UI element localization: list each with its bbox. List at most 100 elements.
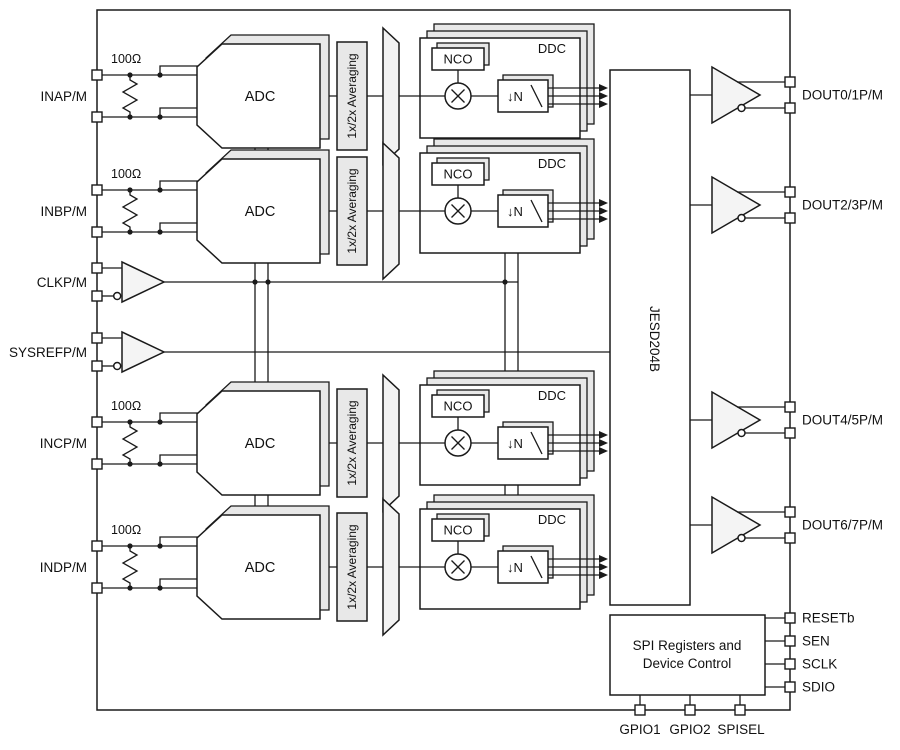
spisel-pin xyxy=(734,704,746,716)
junction-dot xyxy=(252,279,258,285)
dout-pin-p xyxy=(784,401,796,413)
junction-dot xyxy=(265,279,271,285)
inverter-bubble-icon xyxy=(737,533,746,543)
junction-dot xyxy=(157,72,163,78)
sysref-buffer xyxy=(91,330,166,374)
pin-label-inbp: INBP/M xyxy=(40,204,87,219)
jesd-label: JESD204B xyxy=(647,306,662,372)
adc-label: ADC xyxy=(245,204,276,220)
crossbar-icon xyxy=(382,497,400,637)
arrowhead-icon xyxy=(599,207,608,215)
pin-label-dout45: DOUT4/5P/M xyxy=(802,413,883,428)
buffer-triangle-icon xyxy=(121,330,166,374)
pin-label-gpio2: GPIO2 xyxy=(669,722,710,737)
adc-channel: 100Ω ADC 1x/2x Averaging NCO ↓N xyxy=(91,23,608,166)
pin-label-dout67: DOUT6/7P/M xyxy=(802,518,883,533)
decimation-label: ↓N xyxy=(507,89,523,104)
clkp-pin xyxy=(91,262,103,274)
sdio-pin xyxy=(784,681,796,693)
averaging-label: 1x/2x Averaging xyxy=(345,168,359,253)
input-pin-m xyxy=(91,226,103,238)
nco-label: NCO xyxy=(444,52,473,67)
decimation-box xyxy=(497,194,549,228)
wire xyxy=(159,536,206,546)
pin-label-spisel: SPISEL xyxy=(717,722,765,737)
inverter-bubble-icon xyxy=(112,291,122,301)
filter-slash-icon xyxy=(530,555,543,579)
junction-dot xyxy=(127,114,133,120)
sysrefp-pin xyxy=(91,332,103,344)
dout-pin-m xyxy=(784,212,796,224)
dout-pin-m xyxy=(784,427,796,439)
filter-slash-icon xyxy=(530,199,543,223)
junction-dot xyxy=(157,229,163,235)
decimation-label: ↓N xyxy=(507,204,523,219)
arrowhead-icon xyxy=(599,431,608,439)
resistor-icon xyxy=(121,422,139,464)
nco-label: NCO xyxy=(444,523,473,538)
input-pin-p xyxy=(91,416,103,428)
junction-dot xyxy=(157,543,163,549)
spi-label-line2: Device Control xyxy=(643,656,732,671)
filter-slash-icon xyxy=(530,84,543,108)
wire xyxy=(159,454,206,464)
dout-buffer xyxy=(690,65,796,125)
resistor-value-label: 100Ω xyxy=(111,523,141,537)
adc-label: ADC xyxy=(245,436,276,452)
adc-channel: 100Ω ADC 1x/2x Averaging NCO ↓N xyxy=(91,138,608,281)
pin-label-sysrefp: SYSREFP/M xyxy=(9,345,87,360)
resistor-value-label: 100Ω xyxy=(111,399,141,413)
jesd-block: JESD204B xyxy=(609,69,691,606)
buffer-triangle-icon xyxy=(711,65,762,125)
clock-buffer xyxy=(91,260,166,304)
arrowhead-icon xyxy=(599,439,608,447)
clkm-pin xyxy=(91,290,103,302)
jesd-rect xyxy=(609,69,691,606)
chip-border xyxy=(96,9,791,711)
buffer-triangle-icon xyxy=(711,495,762,555)
junction-dot xyxy=(157,461,163,467)
crossbar-icon xyxy=(382,26,400,166)
sen-pin xyxy=(784,635,796,647)
wire xyxy=(159,412,206,422)
spi-rect xyxy=(609,614,766,696)
nco-label: NCO xyxy=(444,399,473,414)
adc-label: ADC xyxy=(245,560,276,576)
wire xyxy=(159,180,206,190)
crossbar-icon xyxy=(382,141,400,281)
inverter-bubble-icon xyxy=(737,103,746,113)
pin-label-clkp: CLKP/M xyxy=(37,275,87,290)
arrowhead-icon xyxy=(599,199,608,207)
wire xyxy=(159,222,206,232)
dout-buffer xyxy=(690,495,796,555)
pin-label-resetb: RESETb xyxy=(802,611,855,626)
decimation-label: ↓N xyxy=(507,560,523,575)
wire xyxy=(159,578,206,588)
mixer-cross-icon xyxy=(451,560,465,574)
junction-dot xyxy=(127,419,133,425)
resetb-pin xyxy=(784,612,796,624)
inverter-bubble-icon xyxy=(737,213,746,223)
averaging-block xyxy=(336,512,368,622)
pin-label-sclk: SCLK xyxy=(802,657,837,672)
pin-label-incp: INCP/M xyxy=(40,436,87,451)
decimation-box xyxy=(497,426,549,460)
arrowhead-icon xyxy=(599,92,608,100)
junction-dot xyxy=(127,543,133,549)
adc-shape xyxy=(196,514,321,620)
input-pin-p xyxy=(91,69,103,81)
averaging-block xyxy=(336,156,368,266)
arrowhead-icon xyxy=(599,100,608,108)
spi-label-line1: SPI Registers and xyxy=(633,638,742,653)
adc-channel: 100Ω ADC 1x/2x Averaging NCO ↓N xyxy=(91,494,608,637)
junction-dot xyxy=(502,279,508,285)
adc-shape xyxy=(196,43,321,149)
decimation-label: ↓N xyxy=(507,436,523,451)
resistor-value-label: 100Ω xyxy=(111,167,141,181)
filter-slash-icon xyxy=(530,431,543,455)
junction-dot xyxy=(127,72,133,78)
junction-dot xyxy=(157,114,163,120)
junction-dot xyxy=(127,187,133,193)
crossbar-icon xyxy=(382,373,400,513)
pin-label-sen: SEN xyxy=(802,634,830,649)
